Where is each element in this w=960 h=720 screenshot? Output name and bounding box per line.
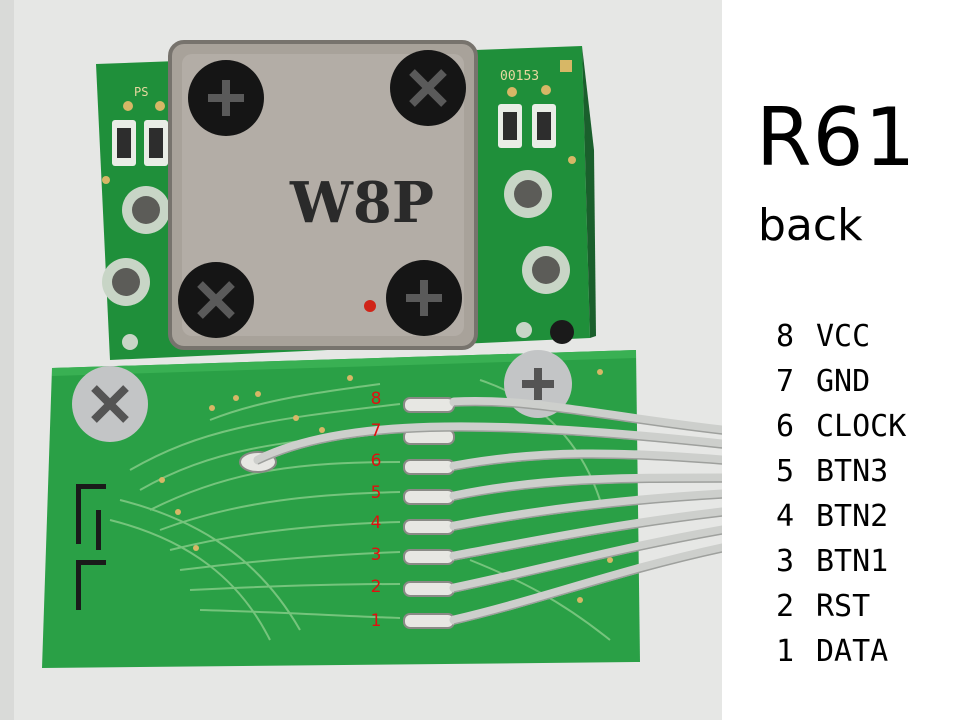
pin-number-7: 7 [371,421,382,441]
pin-legend-number: 6 [776,409,795,444]
pin-legend-item: 1 DATA [776,629,906,674]
side-subtitle: back [758,200,863,251]
pin-legend-number: 1 [776,634,795,669]
pin-number-6: 6 [371,451,382,471]
top-right-pad [560,60,572,72]
pin-legend-item: 2 RST [776,584,906,629]
pin-legend-name: BTN1 [816,544,889,579]
pin-legend-name: DATA [816,634,889,669]
lower-right-screw-slot [522,368,554,400]
red-mark [364,300,376,312]
pin-legend-item: 4 BTN2 [776,494,906,539]
pin-legend-number: 4 [776,499,795,534]
photo-left-shadow [0,0,14,720]
pcb-vias [159,369,613,603]
pin-legend-number: 5 [776,454,795,489]
pcb-photo: PS 00153 W8P [0,0,722,720]
pin-number-2: 2 [371,577,382,597]
board-mark-00153: 00153 [500,69,539,84]
pin-number-8: 8 [371,389,382,409]
silkscreen-mark [76,484,106,610]
pin-legend-name: VCC [816,319,871,354]
lower-left-screw-slot [91,385,129,423]
smd-right [498,104,556,148]
pin-legend-item: 5 BTN3 [776,449,906,494]
pin-number-4: 4 [371,513,382,533]
pin-legend-item: 3 BTN1 [776,539,906,584]
pin-legend-name: GND [816,364,871,399]
upper-pcb-dark-edge [582,46,596,338]
pin-legend-number: 8 [776,319,795,354]
pin-number-1: 1 [371,611,382,631]
pin-legend-number: 3 [776,544,795,579]
shield-marking: W8P [289,170,434,236]
pin-legend-number: 7 [776,364,795,399]
pin-legend-name: BTN3 [816,454,889,489]
pin-legend-item: 8 VCC [776,314,906,359]
wires [253,396,722,625]
pin-legend-name: BTN2 [816,499,889,534]
mounting-holes [102,170,574,350]
pin-number-5: 5 [371,483,382,503]
pin-legend-name: CLOCK [816,409,907,444]
pin-legend-name: RST [816,589,871,624]
smd-left [112,120,168,166]
pin-legend-item: 6 CLOCK [776,404,906,449]
pin-legend-number: 2 [776,589,795,624]
model-title: R61 [756,91,917,184]
pin-number-3: 3 [371,545,382,565]
wire-edges [257,404,722,625]
shield-screws [178,50,466,338]
board-mark-ps: PS [134,85,148,99]
pin-legend-item: 7 GND [776,359,906,404]
lower-pcb-top-edge [52,350,636,376]
